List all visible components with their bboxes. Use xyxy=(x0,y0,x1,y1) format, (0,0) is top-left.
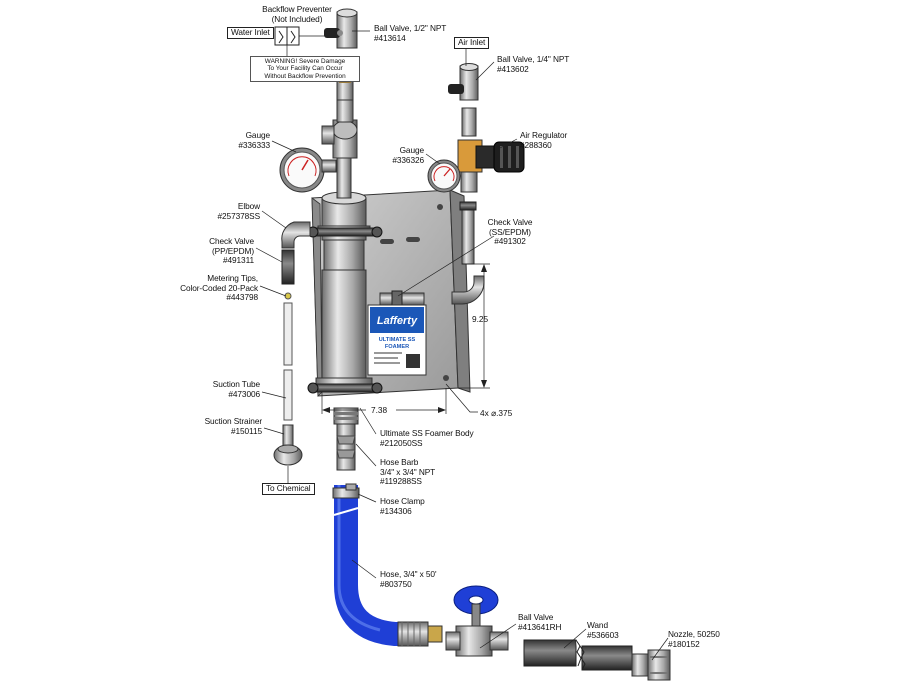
water-inlet-label: Water Inlet xyxy=(227,27,274,39)
height-dimension: 9.25 xyxy=(472,314,489,324)
hose-label: Hose, 3/4" x 50' #803750 xyxy=(380,569,437,589)
air-regulator xyxy=(457,139,525,193)
ball-valve-quarter-label: Ball Valve, 1/4" NPT #413602 xyxy=(497,54,570,74)
suction-assembly xyxy=(273,221,311,466)
check-valve-left-label: Check Valve (PP/EPDM) #491311 xyxy=(209,236,254,266)
right-gauge xyxy=(427,159,461,193)
dimension-lines xyxy=(321,263,490,414)
left-gauge xyxy=(279,147,337,193)
hose-barb xyxy=(333,407,359,471)
backflow-symbol xyxy=(274,26,332,56)
suction-tube-label: Suction Tube #473006 xyxy=(212,379,260,399)
air-inlet-label: Air Inlet xyxy=(454,37,490,49)
metering-tips-label: Metering Tips, Color-Coded 20-Pack #4437… xyxy=(180,273,258,303)
right-check-valve xyxy=(379,201,485,308)
gauge-right-label: Gauge #336326 xyxy=(392,145,424,165)
nozzle-label: Nozzle, 50250 #180152 xyxy=(668,629,720,649)
nozzle xyxy=(631,649,671,681)
hose-barb-label: Hose Barb 3/4" x 3/4" NPT #119288SS xyxy=(380,457,436,487)
suction-strainer-label: Suction Strainer #150115 xyxy=(204,416,263,436)
air-ball-valve xyxy=(448,63,479,137)
leader-lines xyxy=(255,30,669,661)
product-line2: FOAMER xyxy=(385,344,409,350)
foamer-body xyxy=(307,191,383,394)
check-valve-right-label: Check Valve (SS/EPDM) #491302 xyxy=(487,217,533,247)
product-line1: ULTIMATE SS xyxy=(379,337,416,343)
hole-dimension: 4x ⌀.375 xyxy=(480,408,513,418)
hose-clamp-label: Hose Clamp #134306 xyxy=(380,496,425,516)
gauge-left-label: Gauge #336333 xyxy=(238,130,270,150)
wand-label: Wand #536603 xyxy=(587,620,619,640)
elbow-label: Elbow #257378SS xyxy=(217,201,261,221)
foamer-body-label: Ultimate SS Foamer Body #212050SS xyxy=(380,428,474,448)
backflow-preventer-label: Backflow Preventer (Not Included) xyxy=(262,4,332,24)
ball-valve-rh-label: Ball Valve #413641RH xyxy=(518,612,562,632)
blue-hose xyxy=(332,483,443,647)
width-dimension: 7.38 xyxy=(371,405,388,415)
warning-box: WARNING! Severe Damage To Your Facility … xyxy=(250,56,360,83)
ball-valve-half-inch xyxy=(324,8,358,49)
lafferty-label: Lafferty ULTIMATE SS FOAMER xyxy=(367,304,427,376)
bottom-ball-valve xyxy=(445,585,509,657)
wand xyxy=(523,639,633,671)
brand-logo: Lafferty xyxy=(377,315,418,327)
air-regulator-label: Air Regulator #288360 xyxy=(520,130,568,150)
ball-valve-half-label: Ball Valve, 1/2" NPT #413614 xyxy=(374,23,447,43)
to-chemical-label: To Chemical xyxy=(262,483,315,495)
